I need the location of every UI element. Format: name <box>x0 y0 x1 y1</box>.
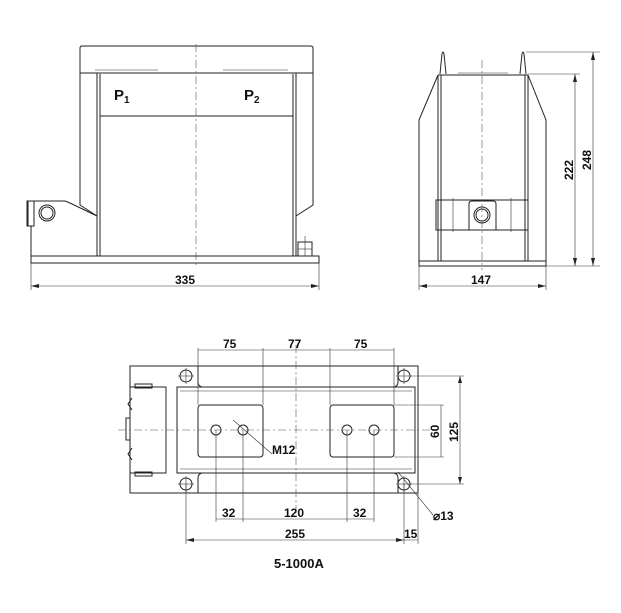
side-view: 147 222 248 <box>418 51 600 290</box>
front-width-dim: 335 <box>175 273 195 287</box>
edge-dim: 15 <box>404 527 418 541</box>
top-dim-1: 75 <box>223 337 237 351</box>
bottom-dim-2: 120 <box>284 506 304 520</box>
top-dim-2: 77 <box>288 337 302 351</box>
caption: 5-1000A <box>274 556 324 571</box>
top-dim-3: 75 <box>354 337 368 351</box>
right-dim-60: 60 <box>428 424 442 438</box>
side-height-outer-dim: 248 <box>580 150 594 170</box>
thread-label: M12 <box>272 443 296 457</box>
overall-dim: 255 <box>285 527 305 541</box>
side-width-dim: 147 <box>471 273 491 287</box>
front-view: 335 P1 P2 <box>26 44 320 290</box>
bottom-dim-3: 32 <box>353 506 367 520</box>
p2-label: P2 <box>244 87 260 106</box>
side-height-inner-dim: 222 <box>562 160 576 180</box>
hole-label: ⌀13 <box>433 509 454 523</box>
right-dim-125: 125 <box>447 422 461 442</box>
bottom-dim-1: 32 <box>222 506 236 520</box>
p1-label: P1 <box>114 87 130 106</box>
bottom-view: 75 77 75 60 125 M12 ⌀13 32 120 32 255 <box>118 337 464 544</box>
